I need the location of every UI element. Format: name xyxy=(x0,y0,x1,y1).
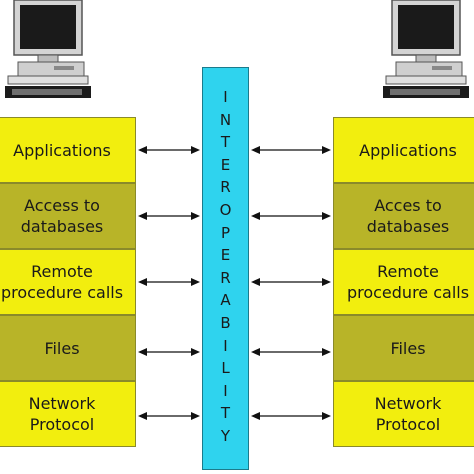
interoperability-letter: E xyxy=(220,155,231,174)
interoperability-letter: I xyxy=(223,381,228,400)
layer-label: databases xyxy=(366,217,450,236)
right-layer-remote-procedure-calls: Remote procedure calls xyxy=(333,249,474,315)
layer-label: Network xyxy=(374,394,442,413)
interoperability-letter: Y xyxy=(220,427,231,445)
left-layer-applications: Applications xyxy=(0,117,136,183)
interoperability-letter: R xyxy=(220,178,231,197)
layer-label: Access to xyxy=(24,196,100,215)
interoperability-letter: O xyxy=(219,201,232,219)
double-arrow xyxy=(138,348,200,356)
layer-label: Acces to xyxy=(374,196,442,215)
double-arrow xyxy=(251,146,331,154)
layer-label: Network xyxy=(28,394,96,413)
interoperability-letter: L xyxy=(221,359,230,378)
layer-label: Remote xyxy=(31,262,93,281)
right-layer-applications: Applications xyxy=(333,117,474,183)
interoperability-letter: T xyxy=(220,404,231,423)
interoperability-letter: I xyxy=(223,88,228,106)
double-arrow xyxy=(138,212,200,220)
layer-label: Files xyxy=(44,338,80,358)
interoperability-letter: T xyxy=(220,133,231,152)
right-computer-icon xyxy=(383,0,469,98)
interoperability-letter: B xyxy=(220,314,231,332)
layer-label: Applications xyxy=(359,140,457,160)
double-arrow xyxy=(251,278,331,286)
layer-label: databases xyxy=(20,217,104,236)
layer-label: Applications xyxy=(13,140,111,160)
interoperability-letter: E xyxy=(220,246,231,265)
double-arrow xyxy=(138,412,200,420)
layer-label: Protocol xyxy=(375,415,441,434)
layer-label: procedure calls xyxy=(0,283,124,302)
left-layer-files: Files xyxy=(0,315,136,381)
layer-label: Protocol xyxy=(29,415,95,434)
double-arrow xyxy=(251,212,331,220)
right-layer-access-databases: Acces to databases xyxy=(333,183,474,249)
interoperability-letter: P xyxy=(220,223,231,242)
left-layer-access-databases: Access to databases xyxy=(0,183,136,249)
double-arrow xyxy=(251,348,331,356)
left-layer-remote-procedure-calls: Remote procedure calls xyxy=(0,249,136,315)
layer-label: procedure calls xyxy=(346,283,470,302)
double-arrow xyxy=(138,146,200,154)
interoperability-letter: A xyxy=(220,291,231,310)
right-layer-files: Files xyxy=(333,315,474,381)
interoperability-letter: N xyxy=(219,110,232,129)
double-arrow xyxy=(251,412,331,420)
interoperability-letter: R xyxy=(220,268,231,287)
left-computer-icon xyxy=(5,0,91,98)
double-arrow xyxy=(138,278,200,286)
layer-label: Remote xyxy=(377,262,439,281)
interoperability-letter: I xyxy=(223,336,228,355)
layer-label: Files xyxy=(390,338,426,358)
